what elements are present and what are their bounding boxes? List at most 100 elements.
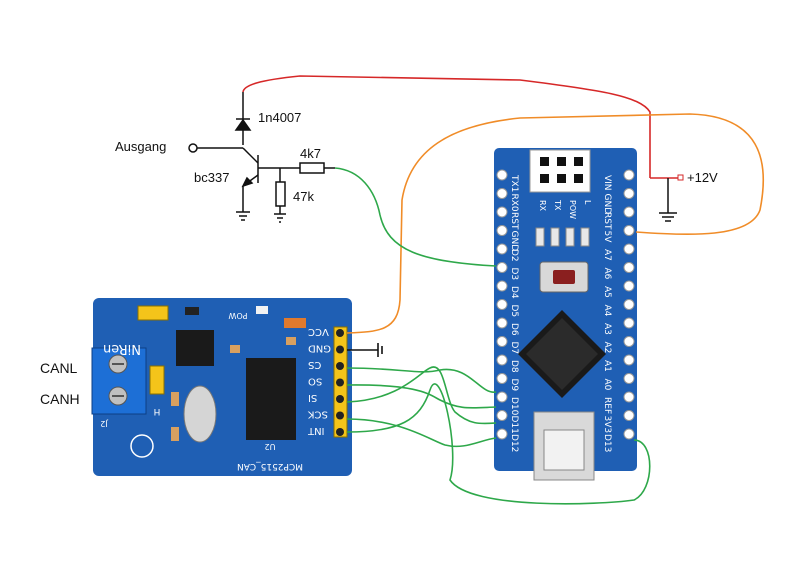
wire-green-d3: [334, 167, 497, 267]
resistor-4k7-label: 4k7: [300, 146, 321, 161]
nano-pin-label: VIN: [602, 175, 612, 191]
transistor-driver-schematic: [188, 92, 335, 223]
nano-pin-label: D8: [509, 360, 519, 373]
wire-green-so: [346, 384, 497, 409]
nano-pin-d6: [496, 317, 508, 329]
can-pin-si: [336, 395, 344, 403]
nano-pin-tx1: [496, 169, 508, 181]
nano-pin-a5: [623, 280, 635, 292]
nano-pin-label: A7: [602, 249, 612, 261]
transistor-label: bc337: [194, 170, 229, 185]
can-pin-so: [336, 378, 344, 387]
supply-label: +12V: [687, 170, 718, 185]
nano-pin-label: GND: [602, 194, 612, 215]
can-pin-label: VCC: [308, 326, 329, 337]
nano-led-label: TX: [553, 199, 562, 211]
nano-pin-a3: [623, 317, 635, 329]
nano-pin-label: D2: [509, 249, 519, 262]
icsp-header: [529, 149, 591, 193]
nano-pin-ref: [623, 391, 635, 403]
nano-pin-label: D5: [509, 305, 519, 318]
nano-pin-label: D12: [509, 434, 519, 452]
can-pin-label: SCK: [308, 409, 328, 420]
nano-pin-label: A1: [602, 360, 612, 372]
chip-text: MCP2515_CAN: [237, 461, 303, 471]
nano-pin-label: D6: [509, 323, 519, 336]
can-pin-label: CS: [308, 359, 321, 370]
nano-pin-label: RST: [509, 212, 519, 230]
brand-text: NiRen: [103, 341, 141, 356]
cap-c2: [286, 337, 296, 345]
nano-pin-d13: [623, 428, 635, 440]
nano-pin-label: A0: [602, 379, 612, 391]
nano-pin-label: TX1: [509, 174, 519, 192]
nano-pin-d2: [496, 243, 508, 255]
cap-c3: [171, 392, 179, 406]
header-label: J4: [350, 349, 359, 357]
can-pin-label: SI: [308, 392, 317, 403]
nano-pin-d4: [496, 280, 508, 292]
nano-pin-label: A4: [602, 305, 612, 317]
can-pin-label: GND: [308, 343, 331, 354]
h-label: H: [154, 406, 161, 416]
diode-label: 1n4007: [258, 110, 301, 125]
nano-pin-d9: [496, 373, 508, 384]
wire-green-int: [346, 383, 651, 505]
nano-pin-rx0: [496, 188, 508, 199]
nano-pin-gnd: [496, 225, 508, 236]
mcp2515-can-module: [91, 298, 352, 476]
status-leds: [535, 227, 590, 247]
diode-symbol: [234, 118, 252, 131]
wire-orange-vcc: [346, 113, 765, 334]
nano-pin-label: A6: [602, 268, 612, 280]
nano-pin-d11: [496, 410, 508, 421]
nano-pin-label: GND: [509, 231, 519, 252]
resistor-47k-label: 47k: [293, 189, 314, 204]
output-terminal: [188, 143, 198, 153]
nano-pin-rst: [496, 206, 508, 218]
power-led: [256, 306, 268, 314]
nano-pin-label: RX0: [509, 194, 519, 212]
atmega-chip: [518, 310, 606, 398]
nano-pin-label: RST: [602, 212, 612, 230]
jumper-j3: [149, 365, 165, 395]
can-pin-sck: [336, 411, 344, 420]
niren-logo-icon: [130, 434, 154, 458]
nano-led-label: RX: [538, 200, 547, 212]
cap-c1: [284, 318, 306, 328]
wire-green-si: [346, 366, 497, 425]
can-pin-vcc: [336, 329, 344, 337]
nano-pin-d10: [496, 391, 508, 403]
ic-u1: [176, 330, 214, 366]
nano-pin-5v: [623, 225, 635, 236]
nano-pin-a2: [623, 336, 635, 347]
nano-pin-d7: [496, 336, 508, 347]
nano-pin-rst: [623, 206, 635, 218]
ic-label: U2: [265, 442, 276, 451]
nano-pin-a0: [623, 373, 635, 384]
nano-pin-label: A5: [602, 286, 612, 298]
canl-label: CANL: [40, 360, 78, 376]
wires: [242, 75, 765, 505]
can-pin-label: INT: [307, 425, 324, 436]
nano-led-label: L: [583, 200, 592, 205]
can-pin-gnd: [336, 345, 344, 354]
nano-pin-d12: [496, 428, 508, 440]
wire-green-sck: [346, 418, 497, 448]
nano-led-label: POW: [568, 200, 577, 219]
nano-pin-label: D9: [509, 379, 519, 392]
nano-pin-label: D13: [602, 434, 612, 452]
nano-pin-d3: [496, 262, 508, 273]
nano-pin-d5: [496, 299, 508, 310]
power-label: POW: [228, 311, 247, 320]
nano-pin-vin: [623, 169, 635, 181]
resistor-r2: [185, 307, 199, 315]
nano-pin-gnd: [623, 188, 635, 199]
ic-u2-mcp2515: [246, 358, 296, 440]
cap-c4: [171, 427, 179, 441]
nano-pin-d8: [496, 354, 508, 366]
canh-label: CANH: [40, 391, 80, 407]
